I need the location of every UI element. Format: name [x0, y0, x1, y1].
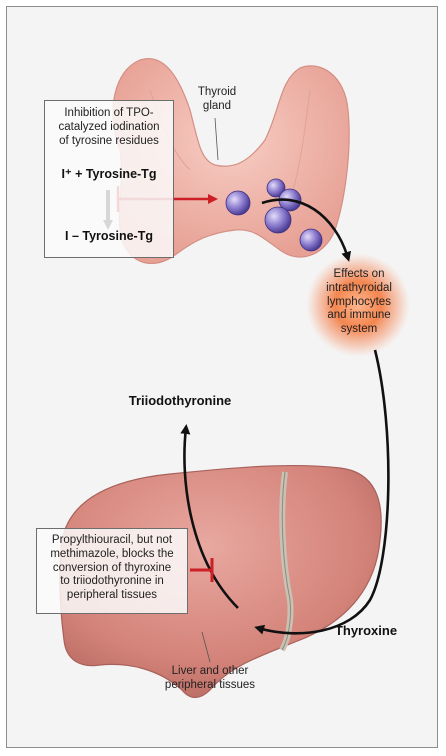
conversion-block-symbol — [190, 558, 214, 582]
propylthiouracil-text: Propylthiouracil, but not methimazole, b… — [50, 534, 174, 602]
arrow-thyroxine — [254, 349, 390, 635]
iodide-tyrosine-label: I⁺ + Tyrosine-Tg — [61, 167, 157, 181]
inhibition-box: Inhibition of TPO- catalyzed iodination … — [44, 100, 174, 258]
liver-label: Liver and other peripheral tissues — [164, 665, 256, 691]
immune-effect-glow — [306, 253, 410, 357]
arrow-to-triiodothyronine — [180, 424, 239, 609]
thyroid-leader-line — [214, 117, 219, 161]
thyroid-gland-label: Thyroid gland — [197, 86, 237, 112]
arrow-to-immune-effects — [261, 198, 352, 262]
propylthiouracil-box: Propylthiouracil, but not methimazole, b… — [36, 528, 188, 614]
inhibition-text: Inhibition of TPO- catalyzed iodination … — [58, 107, 160, 147]
immune-effects-label: Effects on intrathyroidal lymphocytes an… — [326, 268, 392, 336]
iodotyrosine-label: I – Tyrosine-Tg — [65, 229, 153, 243]
triiodothyronine-label: Triiodothyronine — [128, 393, 232, 408]
liver-leader-line — [201, 631, 211, 663]
thyroxine-label: Thyroxine — [334, 623, 398, 638]
liver-shape — [59, 464, 382, 699]
